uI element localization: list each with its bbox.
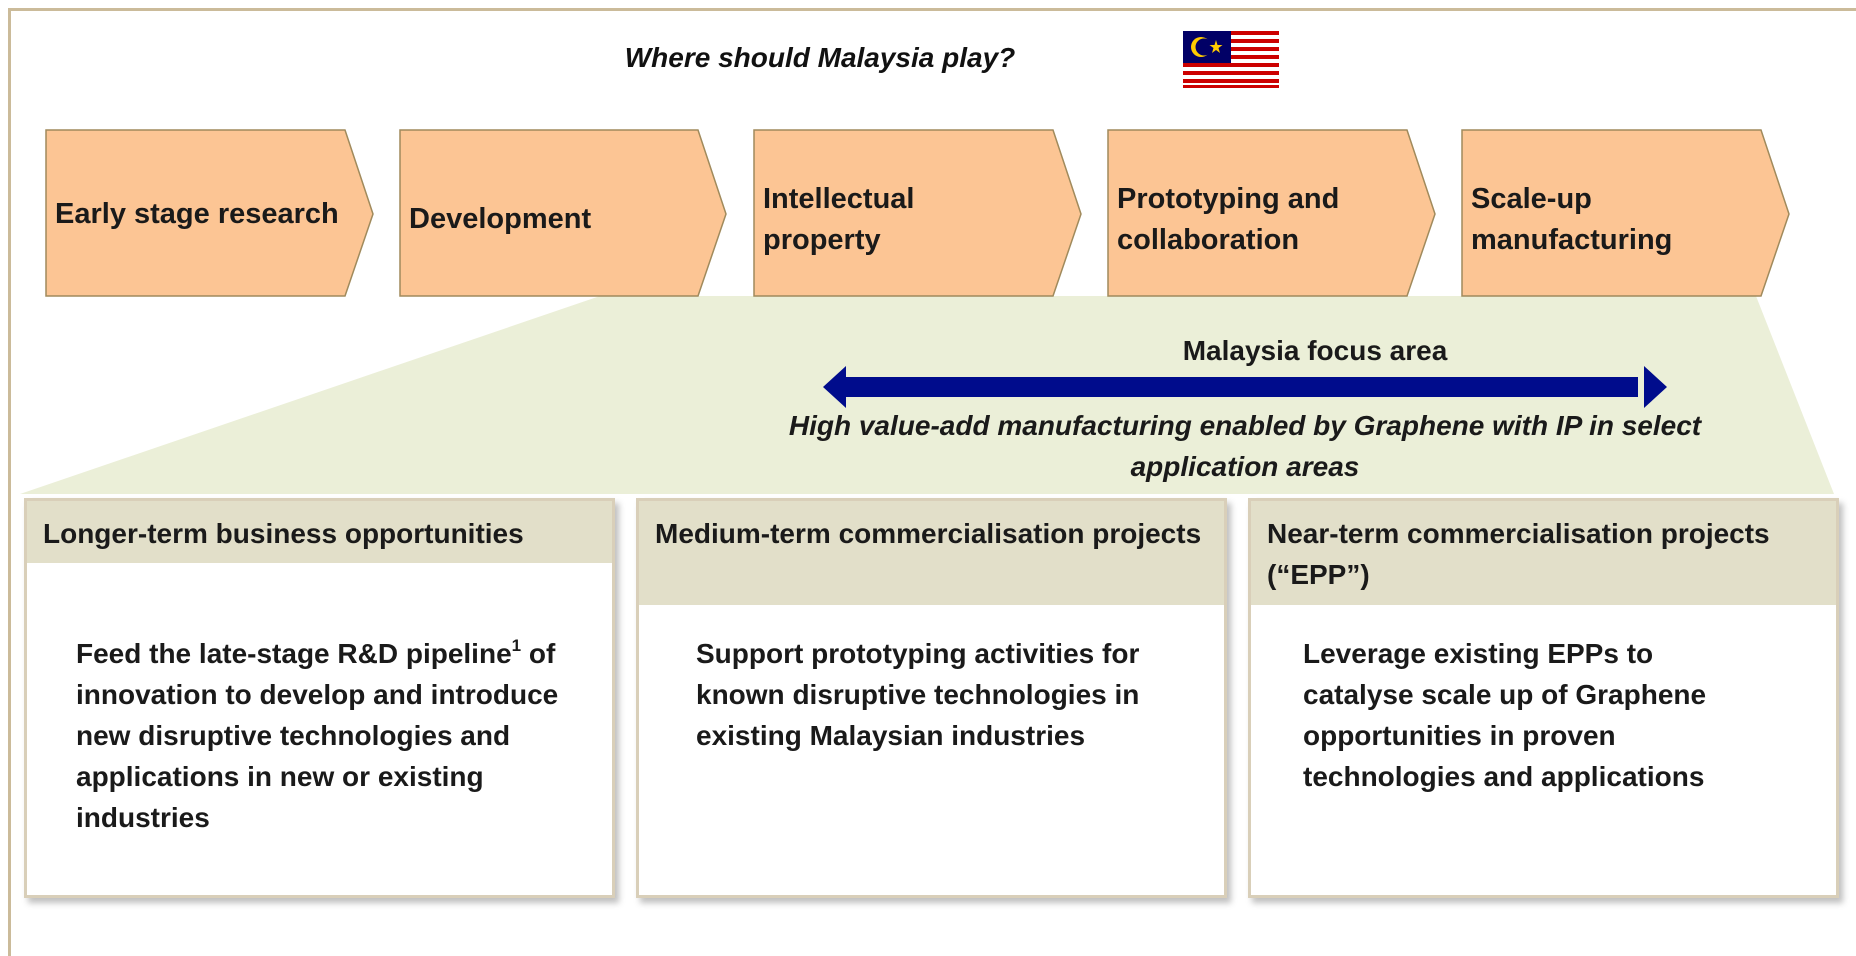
chevron-shape-5 [1461, 129, 1790, 297]
stage-label-early-research: Early stage research [55, 197, 339, 230]
stage-label-development: Development [409, 202, 592, 235]
footnote-marker: 1 [511, 636, 522, 655]
medium-term-box: Medium-term commercialisation projects S… [636, 498, 1227, 898]
longer-term-box: Longer-term business opportunities Feed … [24, 498, 615, 898]
focus-double-arrow [823, 366, 1667, 408]
box-body: Support prototyping activities for known… [696, 638, 1140, 751]
box-heading: Medium-term commercialisation projects [639, 501, 1224, 605]
box-body: Leverage existing EPPs to catalyse scale… [1303, 638, 1707, 792]
chevron-shape-4 [1107, 129, 1436, 297]
box-body: Feed the late-stage R&D pipeline1 of inn… [76, 633, 576, 838]
chevron-shape-1 [45, 129, 374, 297]
stage-label-scale-up: Scale-up manufacturing [1471, 183, 1673, 256]
malaysia-flag-icon [1183, 31, 1279, 88]
slide-title: Where should Malaysia play? [624, 42, 1016, 73]
box-heading: Near-term commercialisation projects (“E… [1251, 501, 1836, 605]
box-body-text-rest: of innovation to develop and introduce n… [76, 638, 559, 833]
focus-area-title: Malaysia focus area [1182, 335, 1448, 366]
box-body-text: Feed the late-stage R&D pipeline [76, 638, 512, 669]
stage-label-intellectual-property: Intellectual property [763, 183, 915, 256]
chevron-shape-3 [753, 129, 1082, 297]
stage-label-prototyping: Prototyping and collaboration [1117, 183, 1340, 256]
box-heading: Longer-term business opportunities [27, 501, 612, 563]
chevron-shape-2 [399, 129, 727, 297]
near-term-box: Near-term commercialisation projects (“E… [1248, 498, 1839, 898]
focus-area-subtitle: High value-add manufacturing enabled by … [788, 410, 1702, 482]
